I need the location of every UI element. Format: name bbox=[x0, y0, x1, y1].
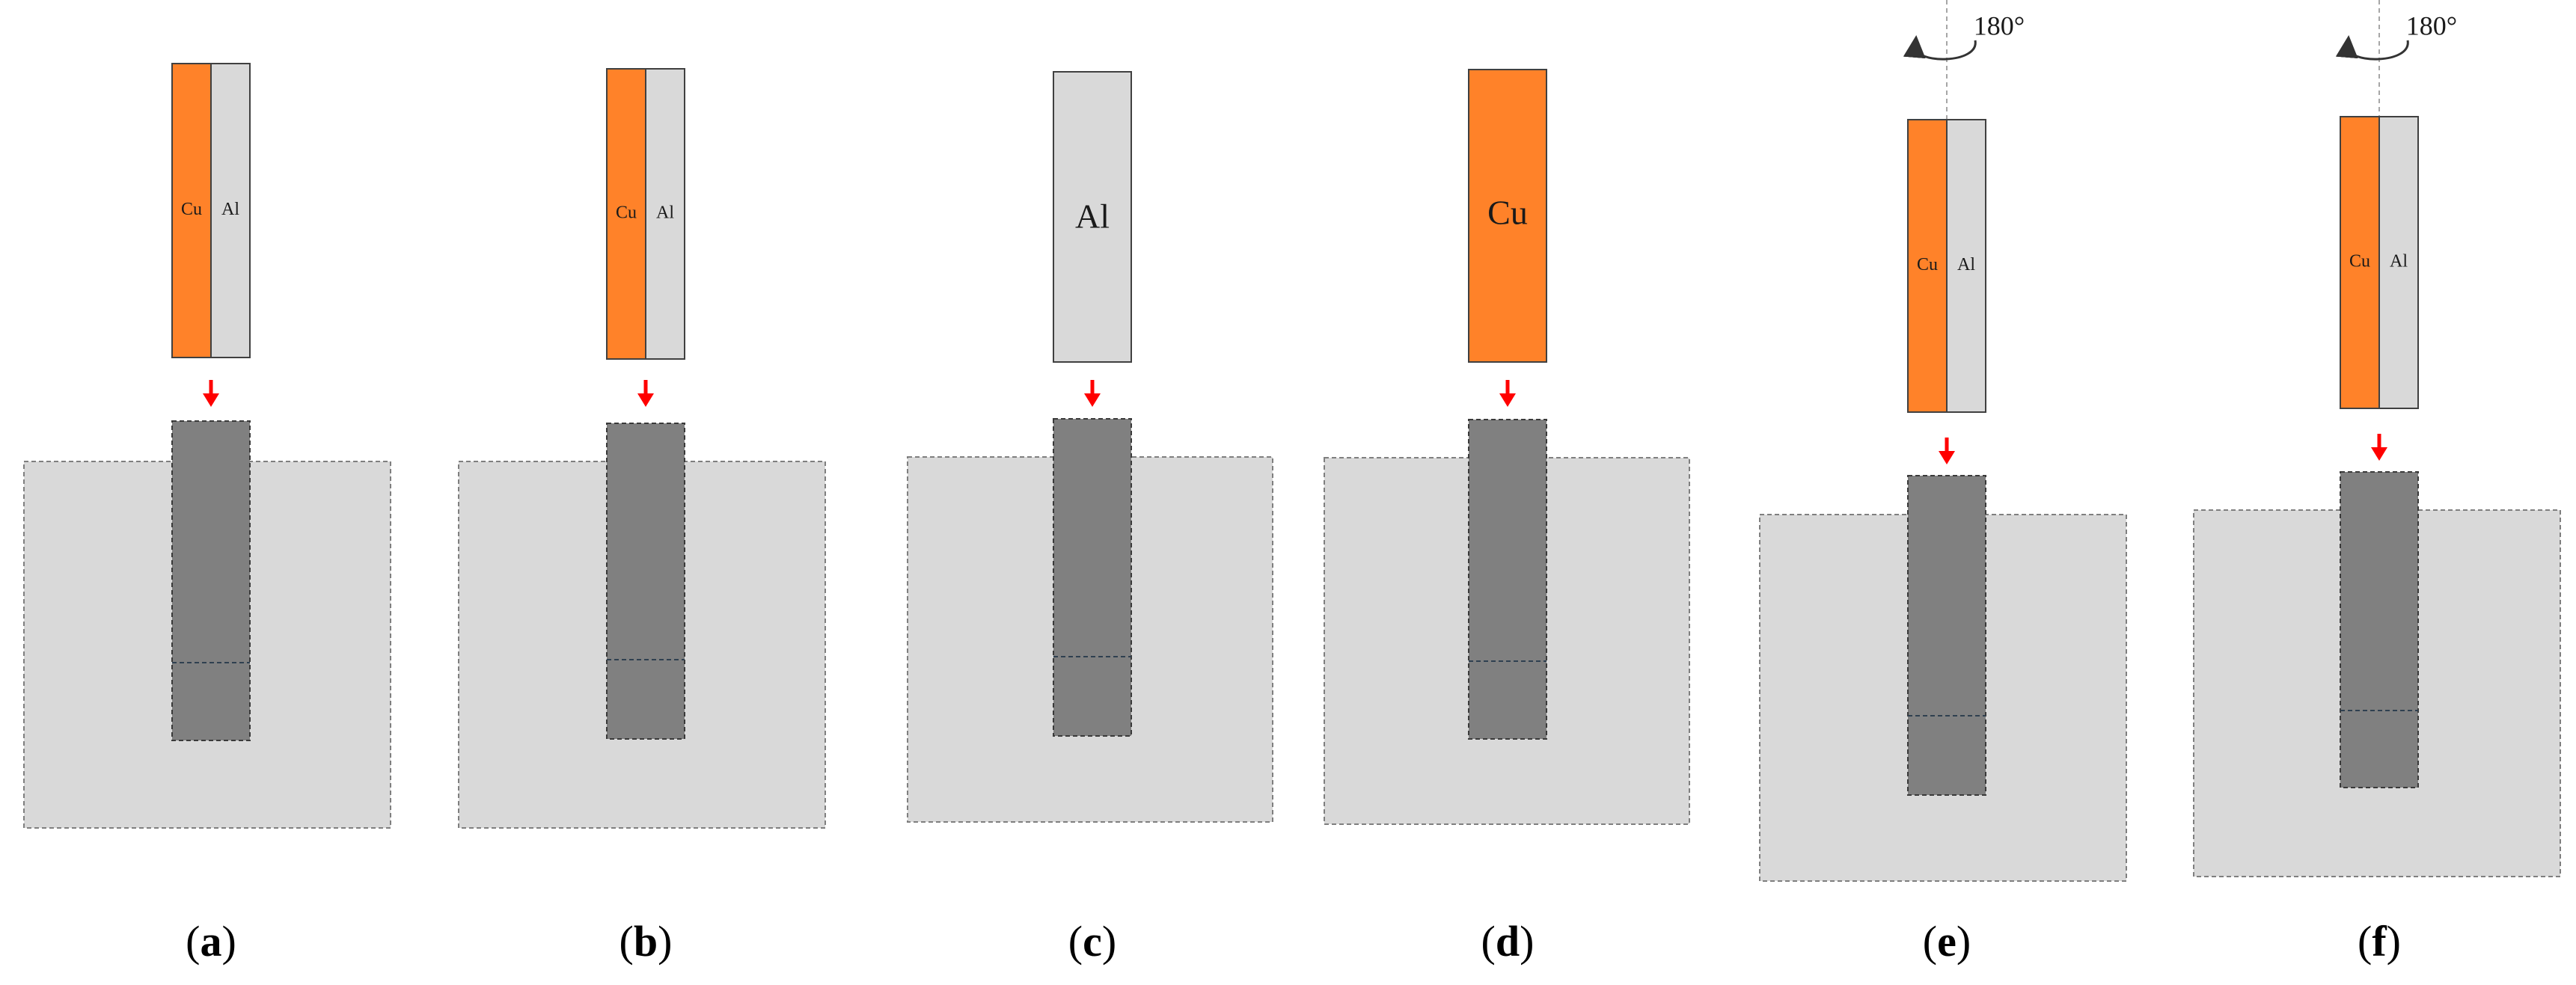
billet-cu-layer bbox=[606, 68, 646, 360]
billet-al bbox=[1053, 71, 1132, 363]
panel-e: 180° Cu Al (e) bbox=[1759, 0, 2127, 966]
caption-open-paren: ( bbox=[1481, 917, 1496, 966]
billet-al-layer bbox=[210, 63, 251, 358]
die-channel bbox=[1468, 419, 1547, 740]
caption-b: (b) bbox=[619, 917, 673, 966]
cu-label: Cu bbox=[1487, 194, 1528, 232]
billet-cu-layer bbox=[1907, 119, 1948, 413]
caption-d: (d) bbox=[1481, 917, 1535, 966]
panel-d: Cu (d) bbox=[1324, 69, 1690, 966]
caption-close-paren: ) bbox=[1102, 917, 1116, 966]
die-channel bbox=[171, 420, 251, 741]
al-label: Al bbox=[2390, 252, 2408, 271]
caption-open-paren: ( bbox=[619, 917, 634, 966]
billet-al-layer bbox=[2378, 116, 2419, 409]
al-label: Al bbox=[1957, 255, 1975, 274]
billet-al-layer bbox=[1946, 119, 1986, 413]
caption-close-paren: ) bbox=[658, 917, 672, 966]
rotation-arrow-icon bbox=[1903, 35, 1977, 61]
caption-letter: d bbox=[1496, 917, 1520, 966]
caption-close-paren: ) bbox=[1957, 917, 1971, 966]
caption-open-paren: ( bbox=[186, 917, 200, 966]
cu-label: Cu bbox=[2349, 252, 2370, 271]
caption-c: (c) bbox=[1068, 917, 1116, 966]
panel-c: Al (c) bbox=[907, 71, 1273, 966]
caption-f: (f) bbox=[2358, 917, 2401, 966]
down-arrow-icon bbox=[1499, 393, 1516, 407]
die-channel bbox=[2340, 471, 2419, 788]
al-label: Al bbox=[1075, 197, 1110, 236]
al-label: Al bbox=[221, 200, 239, 219]
rotation-arrow-icon bbox=[2335, 35, 2409, 61]
die-channel bbox=[606, 423, 685, 740]
al-label: Al bbox=[656, 203, 674, 223]
caption-open-paren: ( bbox=[1923, 917, 1937, 966]
down-arrow-icon bbox=[1939, 451, 1955, 464]
die-channel bbox=[1907, 475, 1986, 796]
cu-label: Cu bbox=[1917, 255, 1938, 274]
panel-b: Cu Al (b) bbox=[458, 68, 826, 966]
billet-al-layer bbox=[645, 68, 685, 360]
caption-letter: a bbox=[201, 917, 222, 966]
cu-label: Cu bbox=[181, 200, 202, 219]
panel-a: Cu Al (a) bbox=[23, 63, 391, 966]
caption-open-paren: ( bbox=[2358, 917, 2372, 966]
billet-cu-layer bbox=[171, 63, 212, 358]
rotation-label: 180° bbox=[1974, 10, 2025, 40]
panel-f: 180° Cu Al (f) bbox=[2193, 0, 2561, 966]
caption-close-paren: ) bbox=[1520, 917, 1534, 966]
caption-letter: c bbox=[1083, 917, 1102, 966]
caption-letter: e bbox=[1937, 917, 1957, 966]
caption-close-paren: ) bbox=[222, 917, 236, 966]
caption-close-paren: ) bbox=[2387, 917, 2401, 966]
rotation-label: 180° bbox=[2406, 10, 2457, 40]
caption-a: (a) bbox=[186, 917, 236, 966]
caption-letter: f bbox=[2372, 917, 2387, 966]
caption-e: (e) bbox=[1923, 917, 1971, 966]
caption-letter: b bbox=[634, 917, 658, 966]
die-channel bbox=[1053, 418, 1132, 737]
down-arrow-icon bbox=[1084, 393, 1101, 407]
down-arrow-icon bbox=[203, 393, 219, 407]
caption-open-paren: ( bbox=[1068, 917, 1083, 966]
billet-cu-layer bbox=[2340, 116, 2380, 409]
cu-label: Cu bbox=[616, 203, 637, 223]
billet-cu bbox=[1468, 69, 1547, 363]
down-arrow-icon bbox=[2371, 447, 2387, 461]
down-arrow-icon bbox=[637, 393, 654, 407]
